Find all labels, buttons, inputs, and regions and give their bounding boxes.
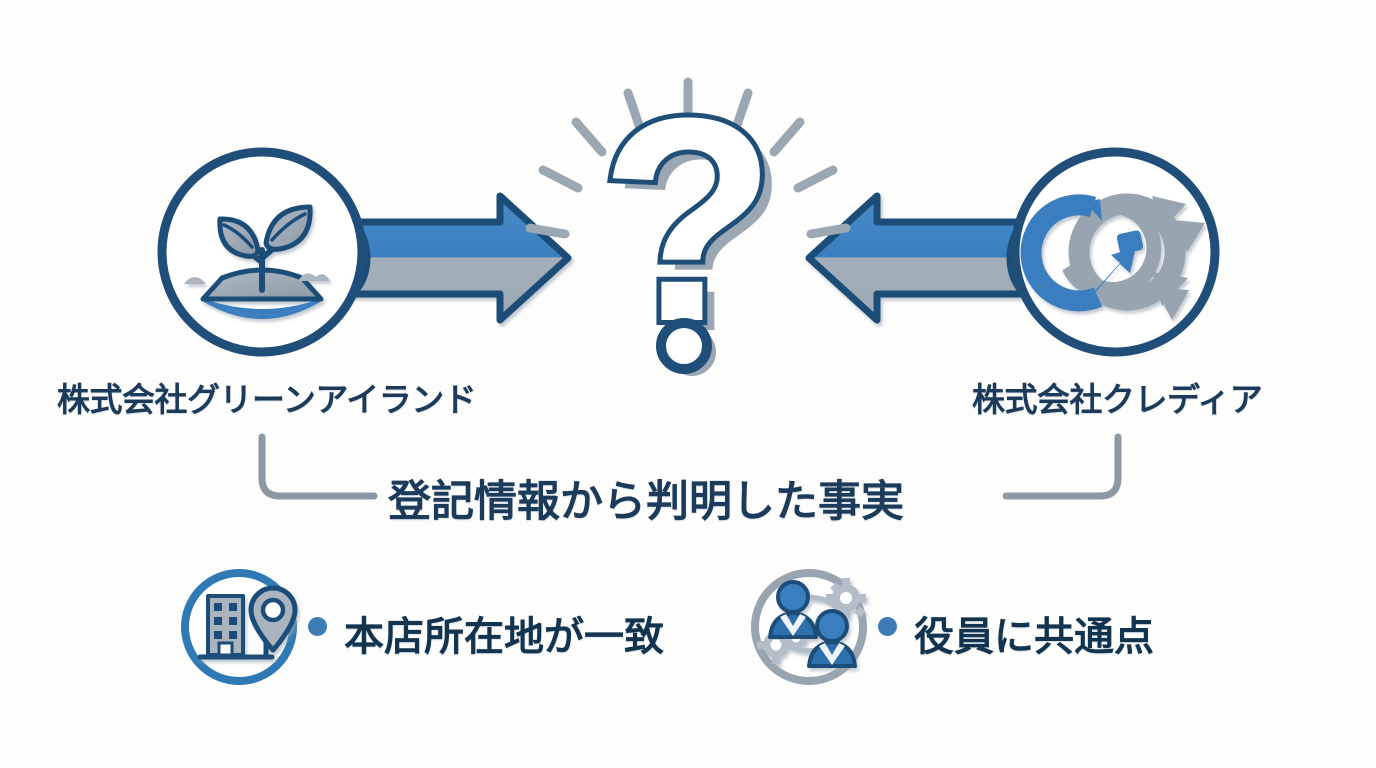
fact-bullet-0	[308, 617, 327, 636]
entity-left-label: 株式会社グリーンアイランド	[57, 381, 477, 418]
caption-text: 登記情報から判明した事実	[388, 478, 904, 526]
fact-label-0: 本店所在地が一致	[344, 615, 664, 659]
question-mark-icon: ? ?	[525, 53, 851, 392]
entity-left-circle	[157, 147, 367, 357]
fact-bullet-1	[878, 617, 897, 636]
connector-bracket	[258, 433, 1122, 500]
arrow-left-to-center	[348, 192, 572, 324]
entity-right-label: 株式会社クレディア	[972, 381, 1263, 418]
entity-right-circle	[1010, 147, 1220, 357]
fact-icon-building-location-pin	[181, 569, 298, 685]
fact-label-1: 役員に共通点	[914, 615, 1154, 659]
sprout-island-icon	[184, 204, 330, 319]
question-dot	[656, 318, 712, 374]
cycle-arrows-icon	[1020, 193, 1205, 320]
arrow-right-to-center	[805, 192, 1029, 324]
question-rays	[525, 77, 851, 239]
fact-icon-people-gears	[751, 569, 867, 685]
